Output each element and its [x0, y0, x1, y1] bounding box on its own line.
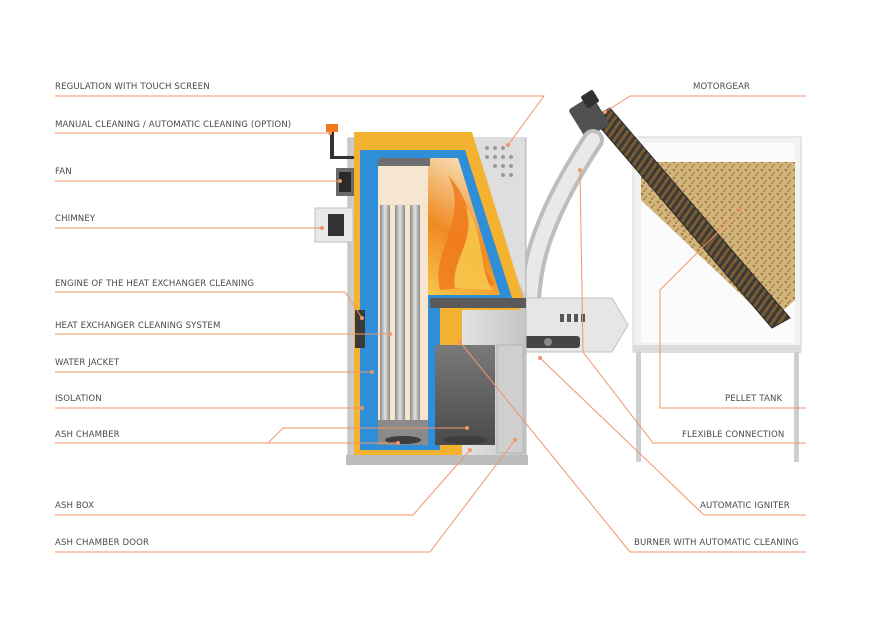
heat-exchanger-tube [380, 205, 390, 420]
label-water-jacket: WATER JACKET [55, 358, 120, 368]
label-engine-heat-exchanger-cleaning: ENGINE OF THE HEAT EXCHANGER CLEANING [55, 279, 254, 289]
pellet-tank-leg-left [636, 352, 641, 462]
flexible-connection [519, 129, 604, 311]
motorgear [569, 96, 609, 138]
burner-plate [430, 298, 526, 308]
label-chimney: CHIMNEY [55, 214, 96, 224]
boiler-base [346, 455, 528, 465]
label-manual-automatic-cleaning: MANUAL CLEANING / AUTOMATIC CLEANING (OP… [55, 120, 291, 130]
label-isolation: ISOLATION [55, 394, 102, 404]
leader-lines-right [458, 95, 806, 553]
flexible-hose-inner [523, 133, 600, 307]
label-flexible-connection: FLEXIBLE CONNECTION [682, 430, 784, 440]
motorgear-cap [581, 90, 599, 108]
ash-chamber-door [496, 344, 524, 454]
pellet-tank-base [633, 345, 801, 353]
pellet-tank-leg-right [794, 352, 799, 462]
ash-box [435, 345, 495, 445]
label-automatic-igniter: AUTOMATIC IGNITER [700, 501, 790, 511]
heat-exchanger-tube [410, 205, 420, 420]
leader-lines-left [55, 95, 545, 553]
cleaning-lever-knob [326, 124, 338, 132]
label-ash-chamber-door: ASH CHAMBER DOOR [55, 538, 149, 548]
label-fan: FAN [55, 167, 72, 177]
label-regulation-touch-screen: REGULATION WITH TOUCH SCREEN [55, 82, 210, 92]
label-heat-exchanger-cleaning-system: HEAT EXCHANGER CLEANING SYSTEM [55, 321, 220, 331]
igniter [544, 338, 552, 346]
boiler [346, 132, 528, 465]
pellet-auger [569, 90, 791, 329]
label-pellet-tank: PELLET TANK [725, 394, 782, 404]
boiler-accessories [314, 124, 365, 348]
cleaning-bar [378, 158, 430, 166]
label-ash-chamber: ASH CHAMBER [55, 430, 120, 440]
cleaning-lever [330, 128, 334, 158]
label-ash-box: ASH BOX [55, 501, 94, 511]
cleaning-engine [355, 310, 365, 348]
heat-exchanger-tube [395, 205, 405, 420]
burner [519, 297, 629, 353]
label-motorgear: MOTORGEAR [693, 82, 750, 92]
label-burner-automatic-cleaning: BURNER WITH AUTOMATIC CLEANING [634, 538, 799, 548]
control-buttons [485, 146, 513, 177]
